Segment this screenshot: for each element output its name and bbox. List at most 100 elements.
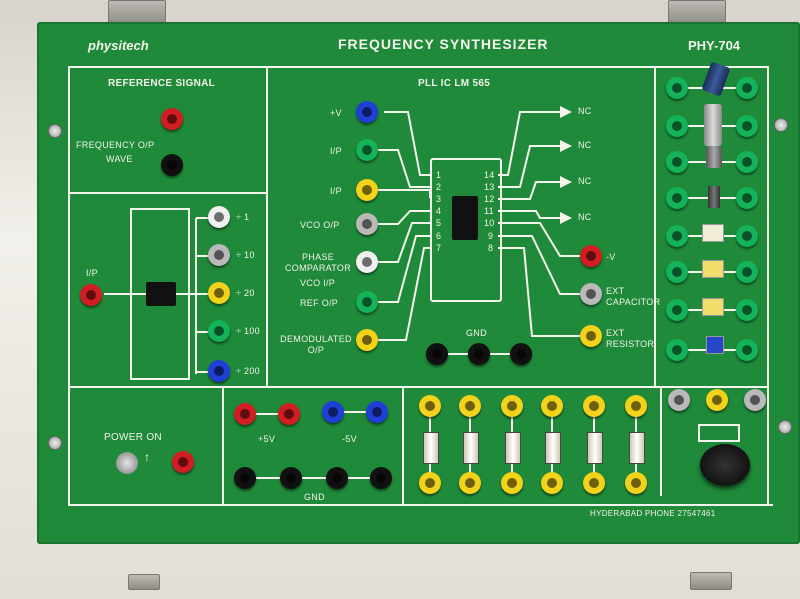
pin-7: 7 <box>436 243 442 253</box>
resistor-top-socket[interactable] <box>459 395 481 417</box>
arrow-up-icon: ↑ <box>144 450 151 464</box>
power-gnd-label: GND <box>304 492 325 502</box>
potentiometer-knob[interactable] <box>700 444 750 486</box>
pll-gnd-socket-3[interactable] <box>510 343 532 365</box>
pll-vco-output-label: VCO O/P <box>300 220 340 230</box>
pll-plus-v-socket[interactable] <box>356 101 378 123</box>
component-socket[interactable] <box>666 77 688 99</box>
footer-address: HYDERABAD PHONE 27547461 <box>590 509 716 518</box>
plus5v-socket-2[interactable] <box>278 403 300 425</box>
screw-icon <box>778 420 792 434</box>
component-socket[interactable] <box>736 225 758 247</box>
pll-gnd-socket-1[interactable] <box>426 343 448 365</box>
component-socket[interactable] <box>736 299 758 321</box>
pll-input-socket-1[interactable] <box>356 139 378 161</box>
pot-socket-wiper[interactable] <box>706 389 728 411</box>
pll-phase-comparator-label: PHASE COMPARATOR <box>284 252 351 273</box>
component-socket[interactable] <box>666 115 688 137</box>
nc-label-4: NC <box>578 212 592 222</box>
div200-label: ÷ 200 <box>236 366 260 376</box>
pll-ext-resistor-socket[interactable] <box>580 325 602 347</box>
nc-label-1: NC <box>578 106 592 116</box>
component-socket[interactable] <box>666 339 688 361</box>
pll-chip-outline <box>430 158 502 302</box>
border-pll-right <box>654 66 656 386</box>
resistor-top-socket[interactable] <box>625 395 647 417</box>
minus5v-socket-1[interactable] <box>322 401 344 423</box>
minus5v-label: -5V <box>342 434 357 444</box>
component-socket[interactable] <box>666 187 688 209</box>
pll-demodulated-label: DEMODULATED O/P <box>280 334 352 355</box>
border-res-left <box>402 386 404 506</box>
gnd-socket-4[interactable] <box>370 467 392 489</box>
pll-gnd-socket-2[interactable] <box>468 343 490 365</box>
pll-demodulated-socket[interactable] <box>356 329 378 351</box>
component-socket[interactable] <box>666 261 688 283</box>
plus5v-socket-1[interactable] <box>234 403 256 425</box>
gnd-socket-1[interactable] <box>234 467 256 489</box>
pin-6: 6 <box>436 231 442 241</box>
div20-socket[interactable] <box>208 282 230 304</box>
resistor-top-socket[interactable] <box>583 395 605 417</box>
pot-socket-2[interactable] <box>744 389 766 411</box>
component-socket[interactable] <box>736 187 758 209</box>
pll-minus-v-label: -V <box>606 252 616 262</box>
screw-icon <box>774 118 788 132</box>
resistor-bottom-socket[interactable] <box>419 472 441 494</box>
resistor-component <box>629 432 645 464</box>
minus5v-socket-2[interactable] <box>366 401 388 423</box>
resistor-bottom-socket[interactable] <box>459 472 481 494</box>
component-socket[interactable] <box>736 339 758 361</box>
resistor-bottom-socket[interactable] <box>583 472 605 494</box>
ceramic-capacitor <box>702 260 724 278</box>
div10-socket[interactable] <box>208 244 230 266</box>
reference-red-socket[interactable] <box>161 108 183 130</box>
component-socket[interactable] <box>666 225 688 247</box>
pot-socket-1[interactable] <box>668 389 690 411</box>
component-socket[interactable] <box>736 151 758 173</box>
foot-right <box>690 572 732 590</box>
pll-ref-output-socket[interactable] <box>356 291 378 313</box>
component-socket[interactable] <box>736 115 758 137</box>
component-socket[interactable] <box>666 299 688 321</box>
divider-ic-chip <box>146 282 176 306</box>
border-left <box>68 66 70 506</box>
ceramic-capacitor <box>702 298 724 316</box>
resistor-component <box>545 432 561 464</box>
div200-socket[interactable] <box>208 360 230 382</box>
pin-8: 8 <box>488 243 494 253</box>
border-power-left <box>222 386 224 506</box>
resistor-top-socket[interactable] <box>419 395 441 417</box>
component-socket[interactable] <box>666 151 688 173</box>
resistor-top-socket[interactable] <box>501 395 523 417</box>
resistor-bottom-socket[interactable] <box>625 472 647 494</box>
resistor-component <box>463 432 479 464</box>
component-socket[interactable] <box>736 261 758 283</box>
reference-black-socket[interactable] <box>161 154 183 176</box>
divider-input-socket[interactable] <box>80 284 102 306</box>
pll-phase-comparator-socket[interactable] <box>356 251 378 273</box>
lm565-ic-chip <box>452 196 478 240</box>
pll-input-socket-2[interactable] <box>356 179 378 201</box>
pll-ext-capacitor-socket[interactable] <box>580 283 602 305</box>
border-mid <box>68 386 768 388</box>
power-toggle-switch[interactable] <box>116 452 138 474</box>
div100-socket[interactable] <box>208 320 230 342</box>
resistor-top-socket[interactable] <box>541 395 563 417</box>
gnd-socket-3[interactable] <box>326 467 348 489</box>
resistor-bottom-socket[interactable] <box>541 472 563 494</box>
pll-minus-v-socket[interactable] <box>580 245 602 267</box>
component-socket[interactable] <box>736 77 758 99</box>
pll-gnd-label: GND <box>466 328 487 338</box>
div1-socket[interactable] <box>208 206 230 228</box>
ceramic-capacitor <box>706 336 724 354</box>
gnd-socket-2[interactable] <box>280 467 302 489</box>
pll-input-label-2: I/P <box>330 186 342 196</box>
plus5v-label: +5V <box>258 434 276 444</box>
resistor-bottom-socket[interactable] <box>501 472 523 494</box>
panel-title: FREQUENCY SYNTHESIZER <box>338 36 549 52</box>
capacitor-component <box>706 146 722 168</box>
pin-11: 11 <box>484 206 494 216</box>
pin-5: 5 <box>436 218 442 228</box>
pll-vco-output-socket[interactable] <box>356 213 378 235</box>
